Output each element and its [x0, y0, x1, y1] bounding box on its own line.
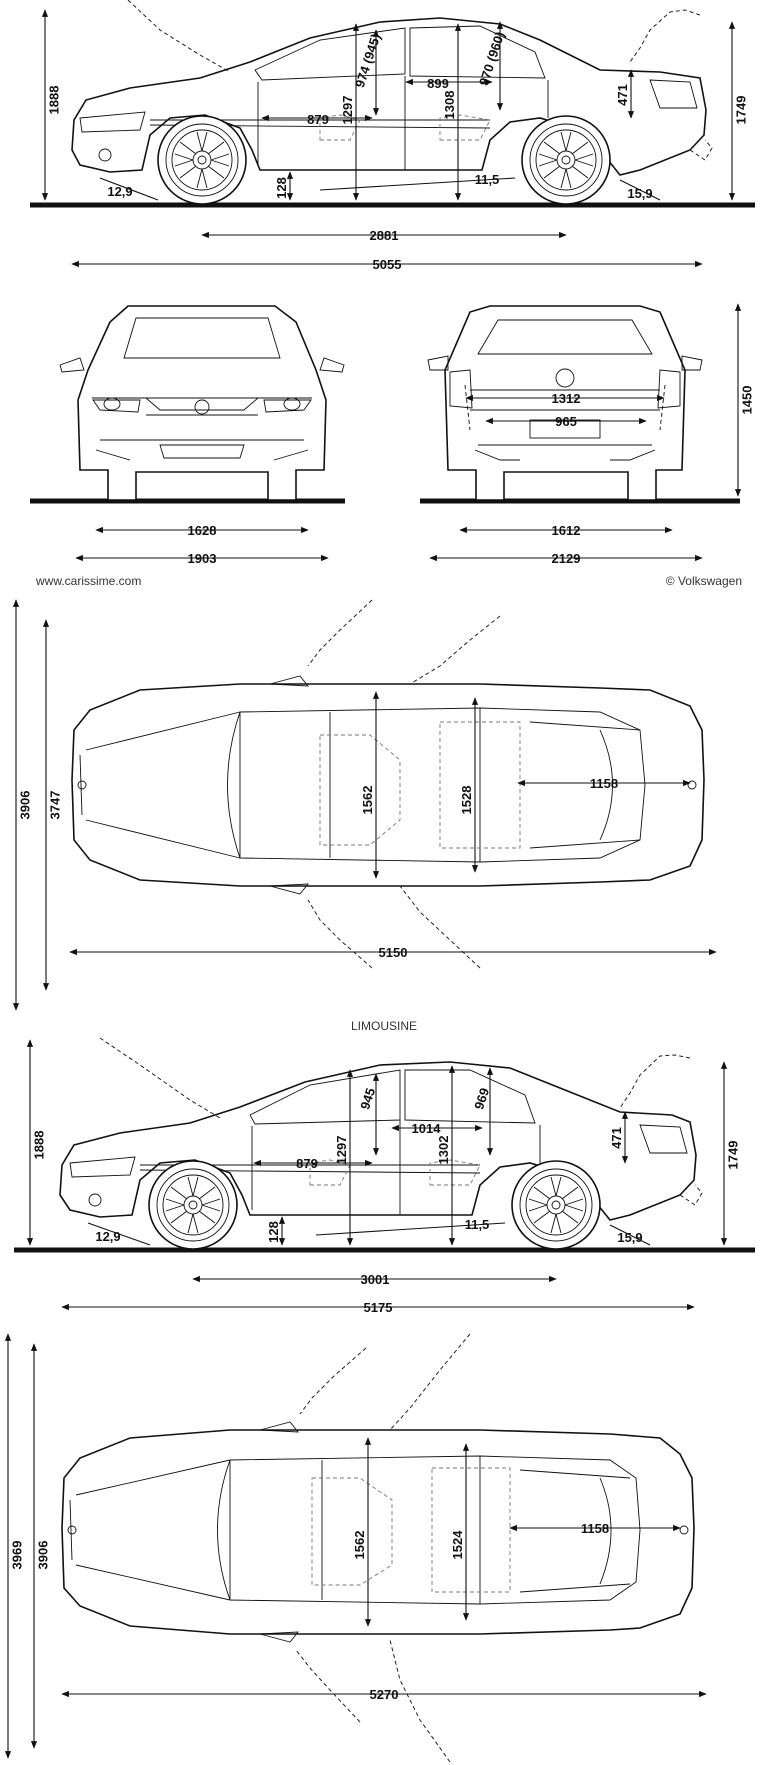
section-label: LIMOUSINE: [351, 1019, 417, 1033]
trunk-width-label: 1312: [552, 391, 581, 406]
long-shoulder-rear-label: 1524: [450, 1530, 465, 1560]
height-rear-label: 1749: [734, 96, 749, 125]
long-length-label: 5175: [364, 1300, 393, 1315]
long-front-seat-length-label: 879: [296, 1156, 318, 1171]
copyright-credit: © Volkswagen: [666, 574, 742, 588]
shoulder-front-label: 1562: [360, 786, 375, 815]
long-wheelbase-label: 3001: [361, 1272, 390, 1287]
long-top-length-label: 5270: [370, 1687, 399, 1702]
source-credit: www.carissime.com: [35, 574, 141, 588]
long-clearance-label: 128: [266, 1221, 281, 1243]
long-overhang-angle-rear-label: 15,9: [617, 1230, 642, 1245]
front-seat-length-label: 879: [307, 112, 329, 127]
long-legroom-rear-label: 1014: [412, 1121, 442, 1136]
long-shoulder-front-label: 1562: [352, 1531, 367, 1560]
trunk-height-label: 471: [615, 84, 630, 106]
front-view: 1628 1903: [30, 305, 345, 566]
long-overhang-angle-front-label: 12,9: [95, 1229, 120, 1244]
ramp-angle-label: 11,5: [475, 172, 500, 187]
plate-width-label: 965: [555, 414, 577, 429]
headroom-front-label: 1297: [340, 96, 355, 125]
headroom-rear-label: 1308: [442, 91, 457, 120]
clearance-label: 128: [274, 177, 289, 199]
long-trunk-height-label: 471: [609, 1127, 624, 1149]
long-headroom-rear-label: 1302: [436, 1136, 451, 1165]
overhang-angle-front-label: 12,9: [107, 184, 132, 199]
long-door-rear-height-label: 969: [471, 1086, 492, 1111]
long-top-width-doors-label: 3906: [36, 1541, 51, 1570]
long-height-total-label: 1888: [32, 1131, 47, 1160]
long-trunk-length-label: 1158: [581, 1521, 609, 1536]
long-door-front-height-label: 945: [357, 1086, 378, 1111]
wheelbase-label: 2881: [370, 228, 399, 243]
long-ramp-angle-label: 11,5: [465, 1217, 490, 1232]
legroom-rear-label: 899: [427, 76, 449, 91]
front-track-label: 1628: [188, 523, 217, 538]
rear-height-label: 1450: [740, 386, 755, 415]
rear-track-label: 1612: [552, 523, 581, 538]
length-label: 5055: [373, 257, 402, 272]
top-length-label: 5150: [379, 945, 408, 960]
long-top-width-mirrors-label: 3969: [10, 1541, 25, 1570]
rear-view: 1312 965 1450 1612 2129: [420, 303, 755, 566]
height-total-label: 1888: [47, 86, 62, 115]
long-headroom-front-label: 1297: [334, 1136, 349, 1165]
long-height-rear-label: 1749: [726, 1141, 741, 1170]
front-width-label: 1903: [188, 551, 217, 566]
overhang-angle-rear-label: 15,9: [627, 186, 652, 201]
top-view-long: 3969 3906 1562 1524 1158 5270: [4, 1333, 707, 1763]
trunk-length-label: 1158: [590, 776, 618, 791]
top-width-mirrors-label: 3906: [18, 791, 33, 820]
top-view-standard: 3906 3747 1562 1528 1158 5150: [12, 599, 717, 1011]
top-width-doors-label: 3747: [48, 791, 63, 820]
rear-width-label: 2129: [552, 551, 581, 566]
side-view-long: 1888 1749 1297 945 1302 969 471 128 1014…: [14, 1037, 755, 1315]
shoulder-rear-label: 1528: [459, 786, 474, 815]
side-view-standard: 1888 1749 1297 974 (945) 1308 970 (960) …: [30, 0, 755, 272]
